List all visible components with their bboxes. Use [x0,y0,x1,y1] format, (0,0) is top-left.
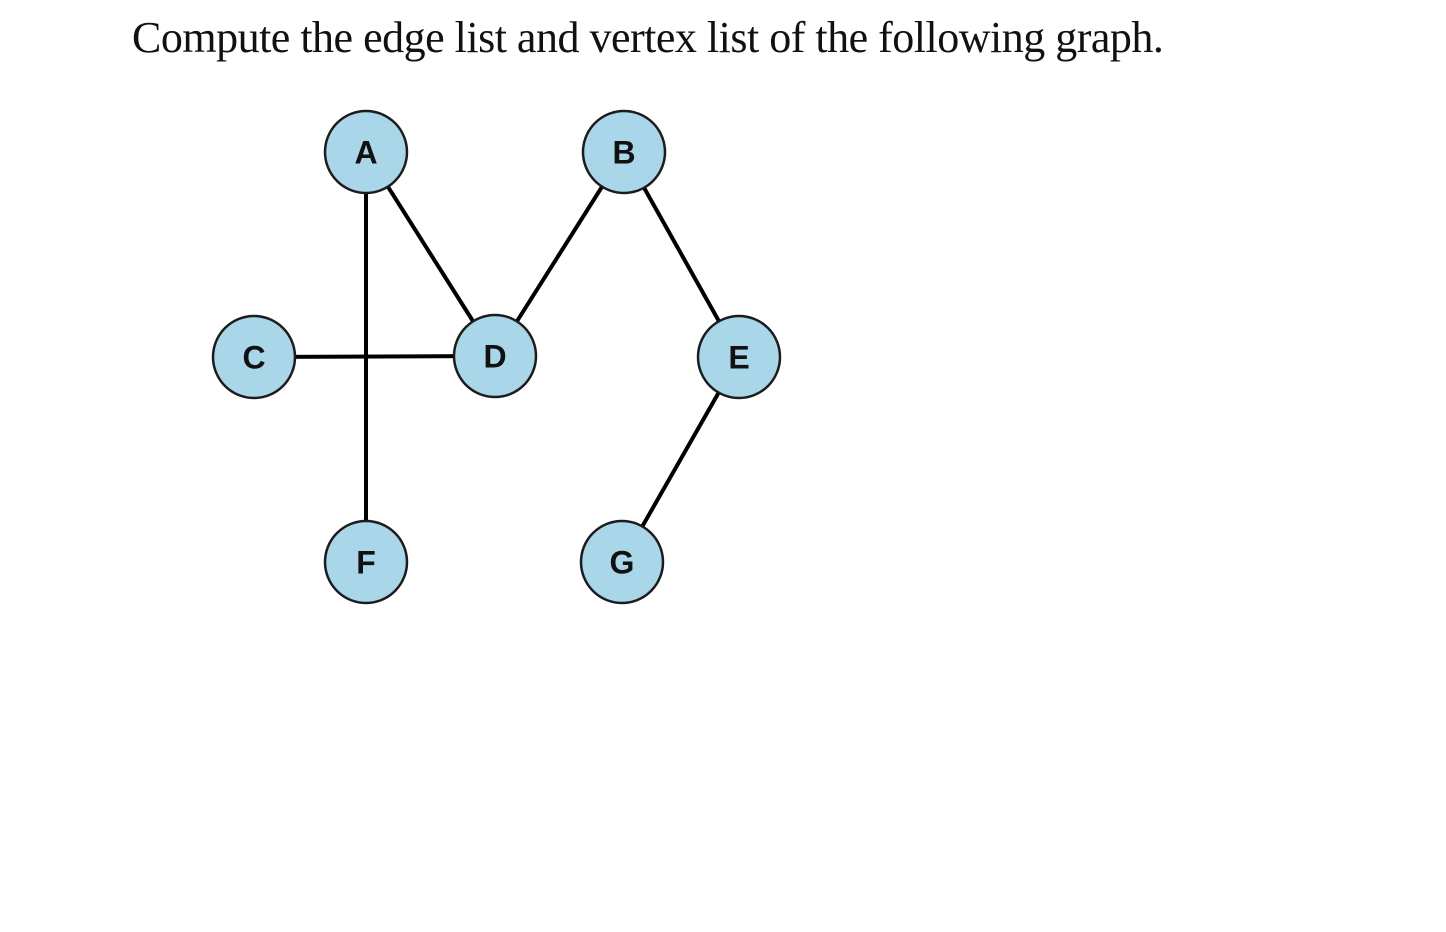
vertex-circle-F [323,519,409,605]
vertex-circle-B [581,109,667,195]
vertex-label-E: E [728,340,749,376]
vertex-circle-A [323,109,409,195]
vertex-A: A [323,109,409,195]
vertex-F: F [323,519,409,605]
vertex-G: G [579,519,665,605]
vertex-label-A: A [354,135,377,171]
vertex-label-B: B [612,135,635,171]
vertex-B: B [581,109,667,195]
vertex-circle-D [452,313,538,399]
page-title: Compute the edge list and vertex list of… [132,13,1164,62]
vertex-label-G: G [610,545,635,581]
vertex-circle-G [579,519,665,605]
vertex-circle-C [211,314,297,400]
vertex-E: E [696,314,782,400]
vertex-circle-E [696,314,782,400]
vertex-label-F: F [356,545,376,581]
vertex-C: C [211,314,297,400]
vertex-label-D: D [483,339,506,375]
vertex-D: D [452,313,538,399]
vertex-label-C: C [242,340,265,376]
